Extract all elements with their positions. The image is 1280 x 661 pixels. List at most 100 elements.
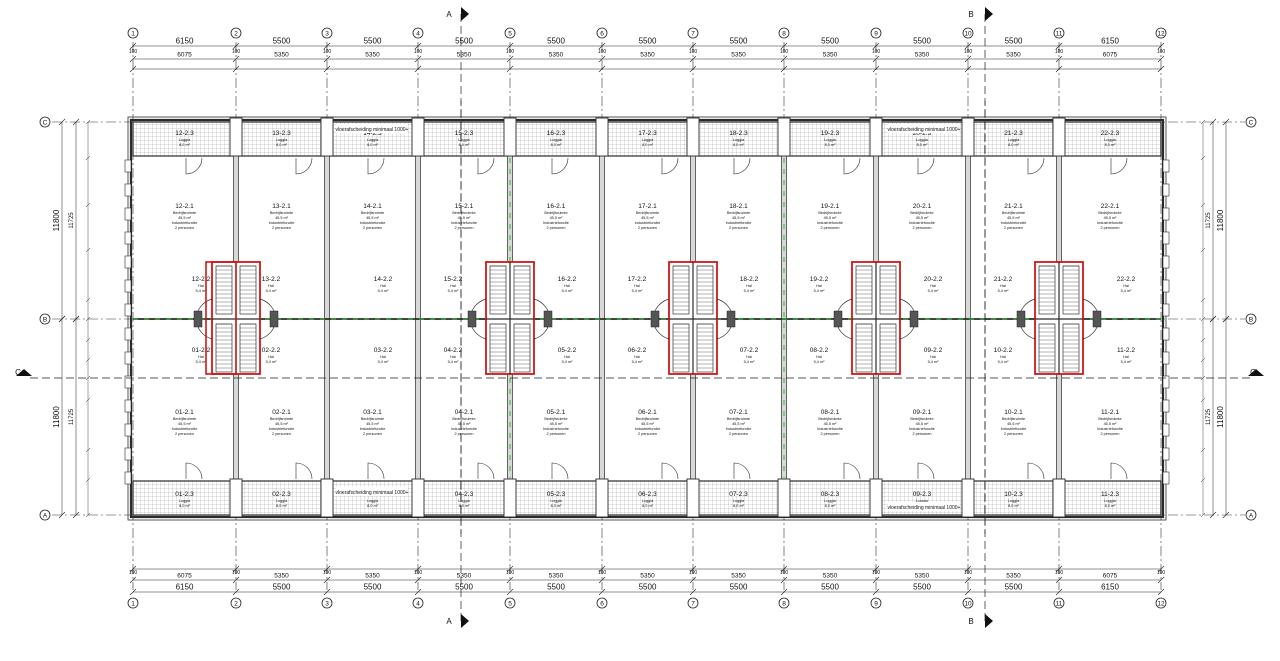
- hall-area: 5,4 m²: [744, 289, 755, 293]
- stair-flight: [513, 323, 531, 373]
- section-b-label: B: [968, 10, 973, 19]
- axis-label: 2: [234, 601, 238, 608]
- axis-label: 3: [325, 601, 329, 608]
- loggia-id: 22-2.3: [1101, 130, 1120, 137]
- room-function: Industriefunctie: [269, 427, 295, 431]
- door-swing: [1027, 462, 1045, 480]
- loggia-label: Loggia: [276, 499, 288, 503]
- dim-tick: [689, 576, 697, 584]
- axis-label: 12: [1157, 601, 1165, 608]
- hall-id: 11-2.2: [1117, 347, 1135, 354]
- loggia-label: Loggia: [1008, 138, 1020, 142]
- loggia-area: 8,0 m²: [551, 504, 562, 508]
- dim-tick: [129, 55, 137, 63]
- loggia-area: 8,0 m²: [276, 504, 287, 508]
- row-label: B: [1249, 317, 1253, 324]
- room-area: 45,5 m²: [732, 422, 746, 426]
- section-c-label: C: [1250, 368, 1256, 377]
- room-id: 08-2.1: [821, 409, 840, 416]
- dim-inner: 5350: [1006, 52, 1021, 59]
- loggia-strip-top: [132, 121, 1162, 157]
- hall-area: 5,4 m²: [998, 360, 1009, 364]
- column: [320, 117, 334, 157]
- window-left: [124, 471, 132, 485]
- dim-tick: [85, 155, 91, 161]
- room-id: 06-2.1: [638, 409, 657, 416]
- axis-label: 10: [964, 601, 972, 608]
- dim-inner: 5350: [457, 573, 472, 580]
- dim-tick: [1157, 576, 1165, 584]
- axis-label: 11: [1056, 601, 1063, 608]
- room-label: Bedrijfsruimte: [818, 417, 841, 421]
- room-label: Bedrijfsruimte: [727, 417, 750, 421]
- hall-label: Hal: [1000, 284, 1006, 288]
- room-area: 45,5 m²: [1104, 216, 1118, 220]
- dim-tick: [1200, 447, 1206, 453]
- column: [686, 478, 700, 518]
- dim-tick: [872, 588, 880, 596]
- dim-vlabel: 11800: [52, 209, 61, 231]
- room-area: 45,5 m²: [916, 216, 930, 220]
- loggia-area: 8,0 m²: [367, 143, 378, 147]
- axis-bubble: [1053, 597, 1065, 609]
- dim-tick: [129, 576, 137, 584]
- loggia-id: 12-2.3: [175, 130, 194, 137]
- window-right: [1162, 303, 1170, 317]
- dim-tick: [1200, 357, 1206, 363]
- room-function: Industriefunctie: [451, 221, 477, 225]
- loggia-strip-bottom: [132, 480, 1162, 516]
- loggia-label: Loggia: [458, 138, 470, 142]
- dim-tick: [1157, 55, 1165, 63]
- door-swing: [367, 157, 385, 175]
- hall-label: Hal: [564, 284, 570, 288]
- window-left: [124, 447, 132, 461]
- loggia-area: 8,0 m²: [459, 143, 470, 147]
- column: [320, 478, 334, 518]
- room-label: Bedrijfsruimte: [452, 211, 475, 215]
- room-label: Bedrijfsruimte: [1098, 417, 1121, 421]
- stair-core: [467, 261, 553, 375]
- row-bubble: [1245, 313, 1257, 325]
- axis-label: 9: [874, 31, 878, 38]
- loggia-area: 8,0 m²: [1105, 504, 1116, 508]
- dim-tick: [1200, 375, 1206, 381]
- room-id: 11-2.1: [1101, 409, 1119, 416]
- room-label: Bedrijfsruimte: [1002, 211, 1025, 215]
- room-area: 45,5 m²: [178, 422, 192, 426]
- loggia-label: Loggia: [550, 499, 562, 503]
- dim-vlabel: 11725: [1206, 408, 1212, 425]
- window-left: [124, 183, 132, 197]
- room-function: Industriefunctie: [172, 221, 198, 225]
- stair-flight: [696, 265, 714, 315]
- room-persons: 2 personen: [638, 432, 657, 436]
- loggia-area: 8,0 m²: [1008, 143, 1019, 147]
- loggia-area: 8,0 m²: [1105, 143, 1116, 147]
- section-b-arrow: [985, 7, 993, 21]
- dim-span: 5500: [364, 37, 382, 46]
- loggia-id: 10-2.3: [1004, 491, 1023, 498]
- dim-inner: 6075: [1103, 52, 1118, 59]
- window-left: [124, 399, 132, 413]
- stair-flight: [879, 265, 897, 315]
- floor-separation-note: vloerafscheiding minimaal 1000+: [888, 127, 961, 133]
- hall-area: 5,4 m²: [196, 360, 207, 364]
- axis-bubble: [962, 27, 974, 39]
- hall-label: Hal: [380, 284, 386, 288]
- hall-id: 04-2.2: [444, 347, 463, 354]
- room-area: 45,5 m²: [824, 216, 838, 220]
- hall-fixture: [467, 310, 477, 328]
- axis-label: 7: [691, 31, 695, 38]
- hall-fixture: [726, 310, 736, 328]
- room-id: 19-2.1: [821, 203, 840, 210]
- loggia-label: Loggia: [916, 138, 928, 142]
- stair-flight: [672, 265, 690, 315]
- loggia-area: 8,0 m²: [179, 143, 190, 147]
- column: [411, 478, 425, 518]
- hall-id: 13-2.2: [262, 276, 281, 283]
- dim-tick: [598, 576, 606, 584]
- loggia-area: 8,0 m²: [1008, 504, 1019, 508]
- room-persons: 2 personen: [1004, 226, 1023, 230]
- hall-label: Hal: [1123, 284, 1129, 288]
- hall-area: 5,4 m²: [928, 289, 939, 293]
- hall-label: Hal: [268, 355, 274, 359]
